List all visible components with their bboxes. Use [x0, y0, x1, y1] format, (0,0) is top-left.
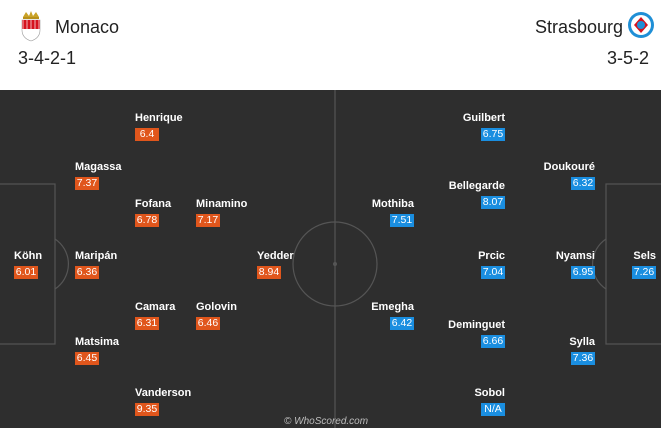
home-player[interactable]: Minamino 7.17 [196, 198, 256, 228]
player-rating: 6.75 [481, 128, 505, 141]
player-name: Mothiba [371, 198, 414, 210]
player-rating: 8.94 [257, 266, 281, 279]
monaco-crest-icon [21, 11, 41, 42]
player-rating: 7.36 [571, 352, 595, 365]
home-player[interactable]: Henrique 6.4 [135, 112, 195, 142]
player-rating: 6.4 [135, 128, 159, 141]
player-rating: 6.36 [75, 266, 99, 279]
away-player[interactable]: Doukouré 6.32 [535, 161, 595, 191]
away-player[interactable]: Sels 7.26 [596, 250, 656, 280]
player-name: Minamino [196, 198, 248, 210]
player-name: Bellegarde [448, 180, 505, 192]
strasbourg-crest-icon [628, 12, 654, 38]
away-player[interactable]: Mothiba 7.51 [354, 198, 414, 228]
player-rating: 6.32 [571, 177, 595, 190]
player-name: Doukouré [543, 161, 595, 173]
player-name: Sobol [474, 387, 505, 399]
home-player[interactable]: Fofana 6.78 [135, 198, 195, 228]
home-player[interactable]: Golovin 6.46 [196, 301, 256, 331]
player-rating: 6.01 [14, 266, 38, 279]
player-name: Prcic [478, 250, 505, 262]
player-name: Maripán [75, 250, 118, 262]
home-player[interactable]: Köhn 6.01 [14, 250, 74, 280]
home-player[interactable]: Maripán 6.36 [75, 250, 135, 280]
away-player[interactable]: Sylla 7.36 [535, 336, 595, 366]
away-team-name: Strasbourg [534, 17, 623, 37]
watermark: © WhoScored.com [284, 416, 369, 427]
player-rating: 6.66 [481, 335, 505, 348]
away-player[interactable]: Deminguet 6.66 [445, 319, 505, 349]
home-team-name: Monaco [55, 17, 120, 37]
player-rating: 6.95 [571, 266, 595, 279]
player-rating: 6.42 [390, 317, 414, 330]
player-name: Magassa [75, 161, 122, 173]
player-name: Golovin [196, 301, 237, 313]
player-name: Emegha [371, 301, 414, 313]
pitch-markings [0, 90, 661, 428]
player-name: Köhn [14, 250, 43, 262]
player-name: Yedder [257, 250, 294, 262]
away-player[interactable]: Guilbert 6.75 [445, 112, 505, 142]
player-name: Camara [135, 301, 176, 313]
home-player[interactable]: Camara 6.31 [135, 301, 195, 331]
away-player[interactable]: Bellegarde 8.07 [445, 180, 505, 210]
player-rating: 7.37 [75, 177, 99, 190]
match-header: Monaco 3-4-2-1 Strasbourg 3-5-2 [0, 0, 661, 88]
player-name: Guilbert [462, 112, 505, 124]
home-player[interactable]: Matsima 6.45 [75, 336, 135, 366]
home-player[interactable]: Vanderson 9.35 [135, 387, 195, 417]
player-rating: 6.46 [196, 317, 220, 330]
player-name: Vanderson [135, 387, 192, 399]
player-rating: 7.26 [632, 266, 656, 279]
player-rating: 6.31 [135, 317, 159, 330]
player-name: Matsima [75, 336, 120, 348]
away-player[interactable]: Nyamsi 6.95 [535, 250, 595, 280]
home-player[interactable]: Magassa 7.37 [75, 161, 135, 191]
away-player[interactable]: Prcic 7.04 [445, 250, 505, 280]
player-name: Nyamsi [555, 250, 595, 262]
player-rating: 6.45 [75, 352, 99, 365]
player-rating: 8.07 [481, 196, 505, 209]
player-rating: 7.51 [390, 214, 414, 227]
player-name: Sylla [569, 336, 595, 348]
player-rating: 9.35 [135, 403, 159, 416]
player-rating: 6.78 [135, 214, 159, 227]
home-formation: 3-4-2-1 [18, 48, 77, 68]
away-player[interactable]: Emegha 6.42 [354, 301, 414, 331]
home-player[interactable]: Yedder 8.94 [257, 250, 317, 280]
player-name: Sels [633, 250, 656, 262]
player-rating: N/A [481, 403, 505, 416]
player-rating: 7.17 [196, 214, 220, 227]
player-rating: 7.04 [481, 266, 505, 279]
away-player[interactable]: Sobol N/A [445, 387, 505, 417]
player-name: Henrique [135, 112, 183, 124]
player-name: Fofana [135, 198, 172, 210]
player-name: Deminguet [448, 319, 505, 331]
away-formation: 3-5-2 [606, 48, 649, 68]
pitch [0, 90, 661, 428]
